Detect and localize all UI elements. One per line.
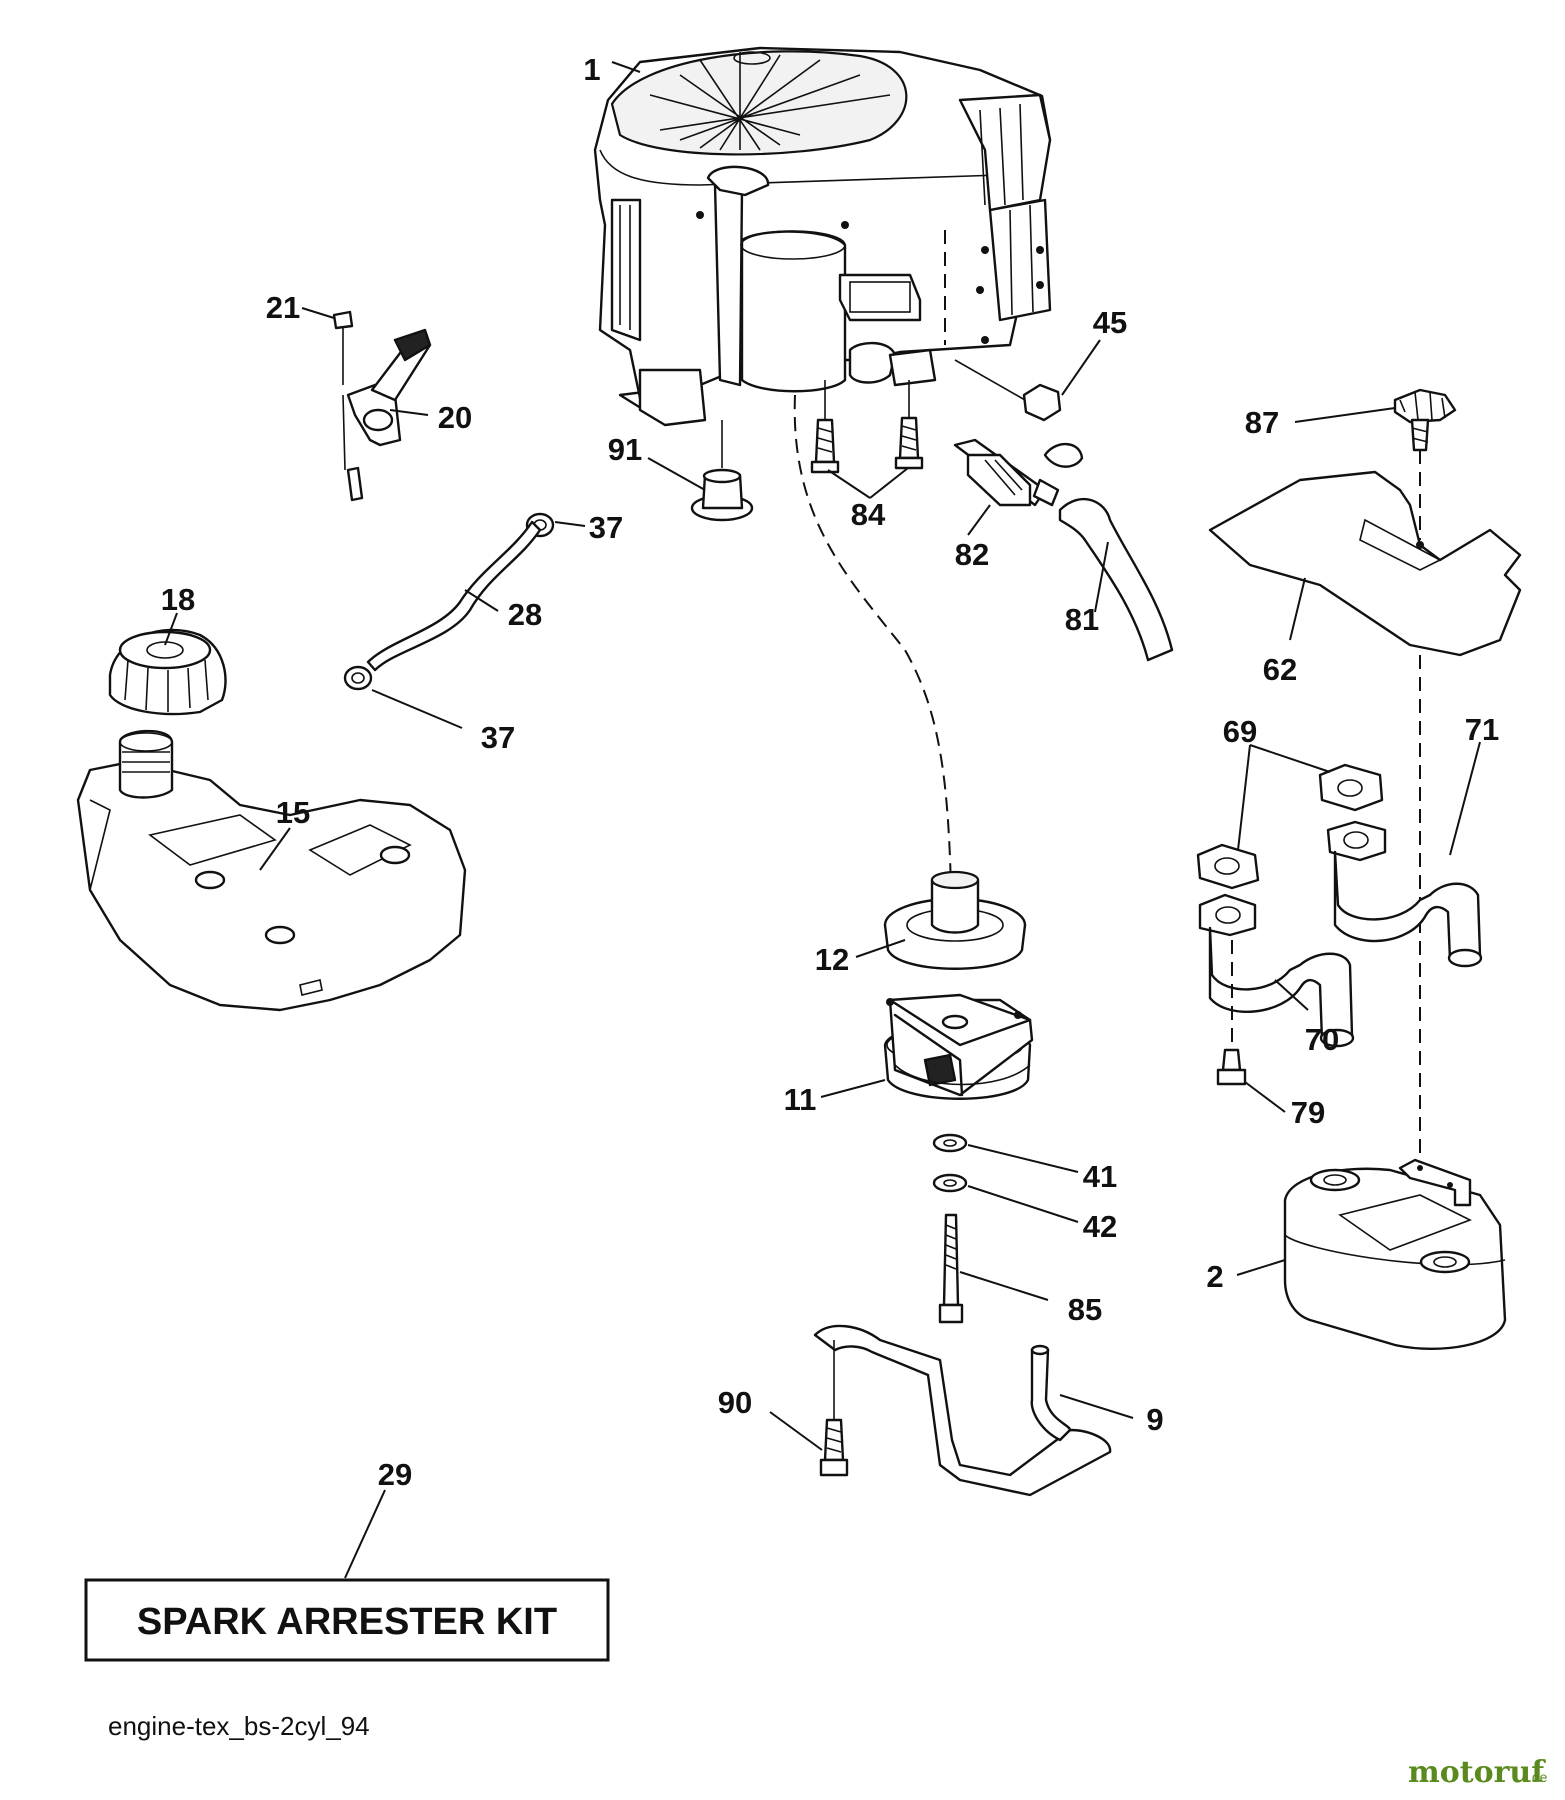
brand-watermark: motoruf .de	[1408, 1755, 1548, 1790]
callout-87: 87	[1245, 405, 1279, 440]
callout-79: 79	[1291, 1095, 1325, 1130]
exhaust-pipe-part-71	[1326, 820, 1483, 968]
callout-12: 12	[815, 942, 849, 977]
belt-routing-line	[793, 394, 953, 941]
washer-part-41	[932, 1133, 968, 1153]
callout-37-upper: 37	[589, 510, 623, 545]
washer-part-42	[932, 1173, 968, 1193]
callout-41: 41	[1083, 1159, 1117, 1194]
bolt-part-84	[810, 380, 924, 474]
callout-85: 85	[1068, 1292, 1102, 1327]
fuel-cap-part-18	[108, 628, 227, 716]
callout-15: 15	[276, 795, 310, 830]
callout-90: 90	[718, 1385, 752, 1420]
engine-part-1	[593, 46, 1052, 427]
callout-labels: 1 21 20 45 91 84 82 87 37 28 81 62 18 37…	[161, 52, 1499, 1492]
callout-82: 82	[955, 537, 989, 572]
callout-45: 45	[1093, 305, 1127, 340]
heat-shield-part-62	[1208, 450, 1522, 657]
callout-21: 21	[266, 290, 300, 325]
exhaust-pipe-part-70	[1198, 893, 1355, 1048]
knob-screw-part-87	[1393, 388, 1457, 452]
pto-clutch-part-11	[883, 993, 1034, 1100]
spark-arrester-kit-box: SPARK ARRESTER KIT	[84, 1578, 610, 1662]
brand-name: motoruf	[1408, 1755, 1546, 1790]
bolt-part-85	[938, 1213, 964, 1324]
bolt-part-90	[819, 1340, 849, 1477]
throttle-control-20	[342, 328, 432, 502]
fuel-filter-part-82	[953, 438, 1084, 507]
fuel-line-part-81	[1058, 498, 1174, 662]
callout-29: 29	[378, 1457, 412, 1492]
spark-arrester-kit-label: SPARK ARRESTER KIT	[137, 1601, 557, 1643]
gasket-part-69	[1196, 763, 1384, 890]
leader-lines	[164, 61, 1481, 1579]
callout-11: 11	[784, 1082, 817, 1117]
fuel-tank-part-15	[76, 729, 467, 1012]
callout-37-lower: 37	[481, 720, 515, 755]
callout-28: 28	[508, 597, 542, 632]
nut-part-45	[954, 359, 1062, 422]
callout-18: 18	[161, 582, 195, 617]
diagram-caption: engine-tex_bs-2cyl_94	[108, 1711, 370, 1741]
brand-suffix: .de	[1528, 1769, 1548, 1785]
fuel-hose-part-28	[366, 520, 542, 672]
bushing-part-91	[690, 420, 754, 522]
clamp-part-37-lower	[343, 665, 373, 691]
rod-part-9	[813, 1324, 1112, 1497]
callout-62: 62	[1263, 652, 1297, 687]
rod-part-9-pin	[1030, 1348, 1072, 1442]
callout-1: 1	[583, 52, 600, 87]
callout-9: 9	[1146, 1402, 1163, 1437]
bolt-part-79	[1216, 940, 1247, 1086]
pulley-part-12	[883, 870, 1027, 970]
callout-91: 91	[608, 432, 642, 467]
callout-42: 42	[1083, 1209, 1117, 1244]
bolt-part-21	[332, 310, 354, 385]
callout-69: 69	[1223, 714, 1257, 749]
muffler-part-2	[1283, 1158, 1507, 1351]
callout-20: 20	[438, 400, 472, 435]
callout-2: 2	[1206, 1259, 1223, 1294]
callout-84: 84	[851, 497, 886, 532]
callout-71: 71	[1465, 712, 1499, 747]
callout-70: 70	[1305, 1022, 1339, 1057]
callout-81: 81	[1065, 602, 1099, 637]
